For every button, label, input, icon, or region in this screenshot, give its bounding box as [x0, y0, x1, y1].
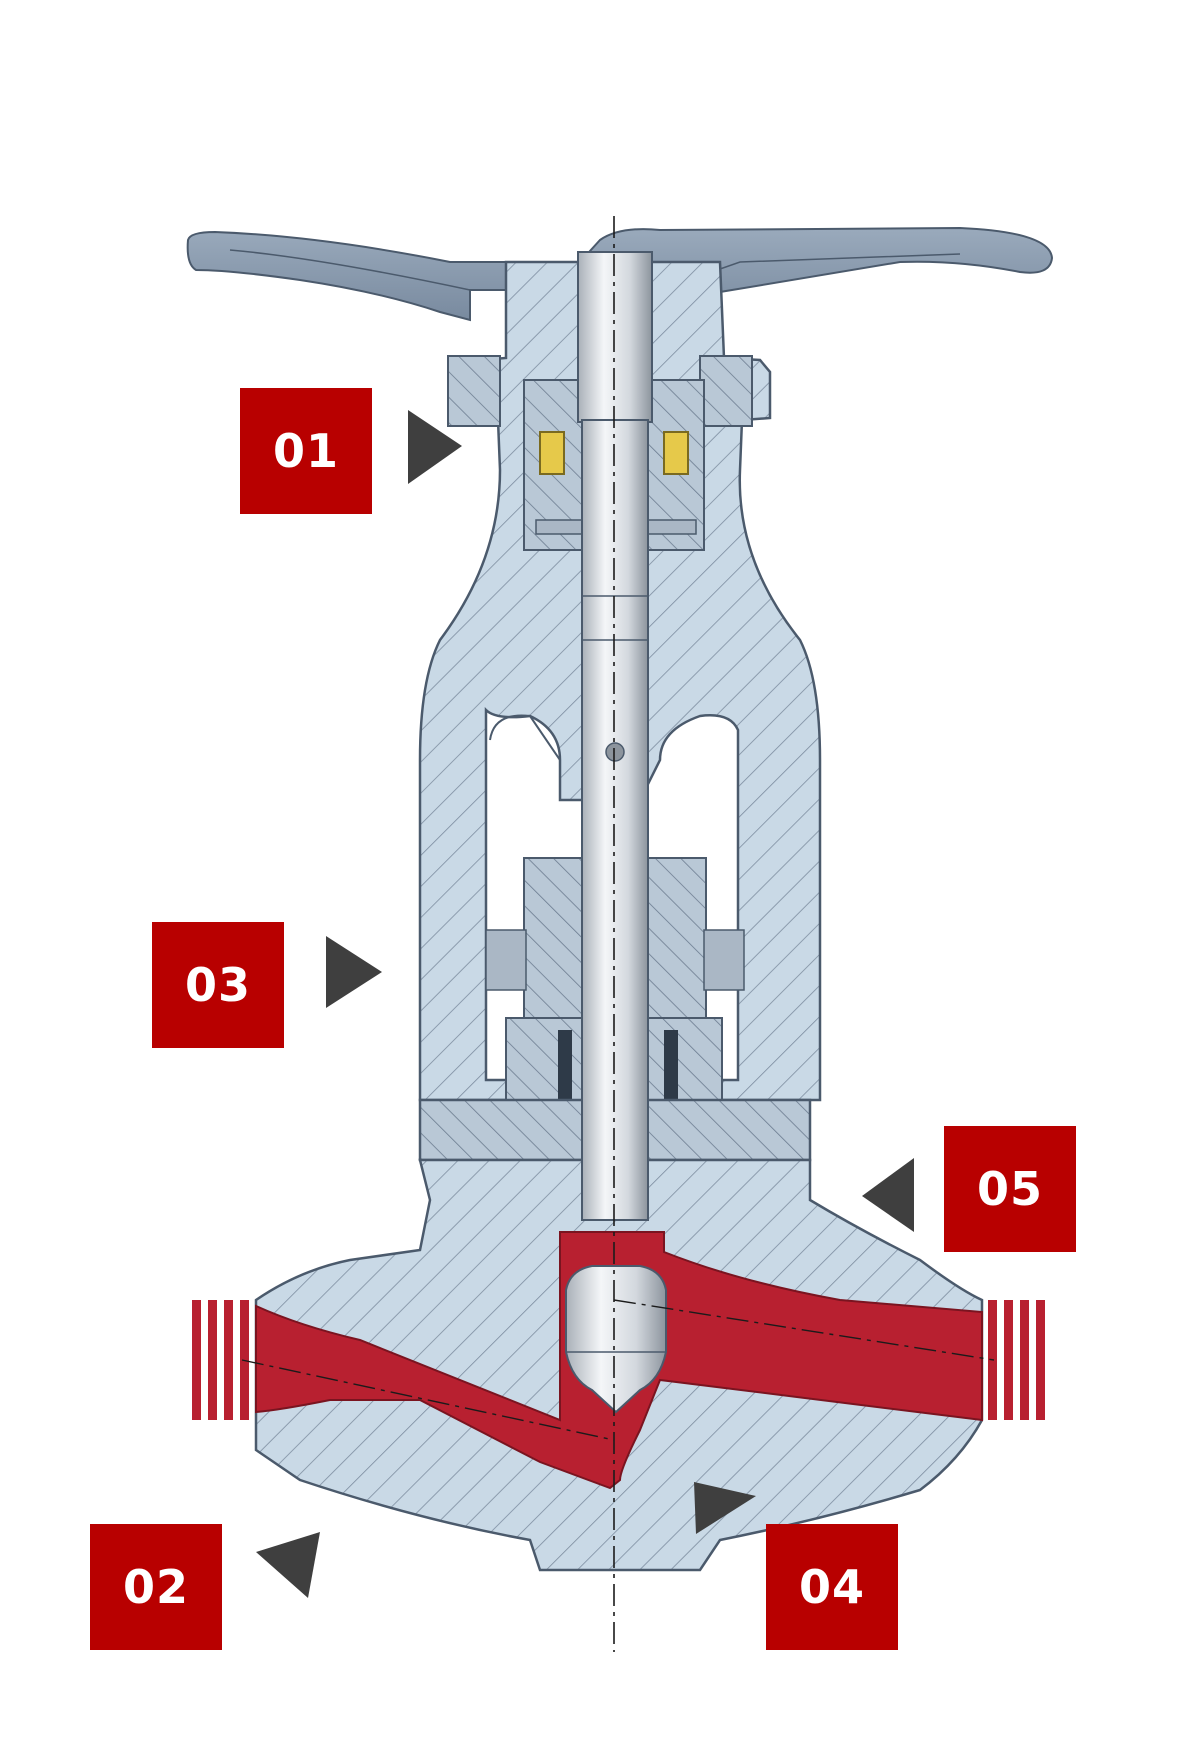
callout-badge-01: 01 [240, 388, 372, 514]
pointer-01 [408, 410, 462, 484]
valve-plug [565, 1265, 667, 1414]
pointer-03 [326, 936, 382, 1008]
centerline-flow [241, 1299, 995, 1441]
callout-badge-02: 02 [90, 1524, 222, 1650]
pipe-end-left [192, 1300, 249, 1420]
callout-badge-05: 05 [944, 1126, 1076, 1252]
pointer-04 [694, 1482, 756, 1534]
callout-badge-04: 04 [766, 1524, 898, 1650]
callout-badge-03: 03 [152, 922, 284, 1048]
pointer-05 [862, 1158, 914, 1232]
valve-stem [577, 251, 653, 1221]
pipe-end-right [988, 1300, 1045, 1420]
pointer-02 [256, 1532, 320, 1598]
